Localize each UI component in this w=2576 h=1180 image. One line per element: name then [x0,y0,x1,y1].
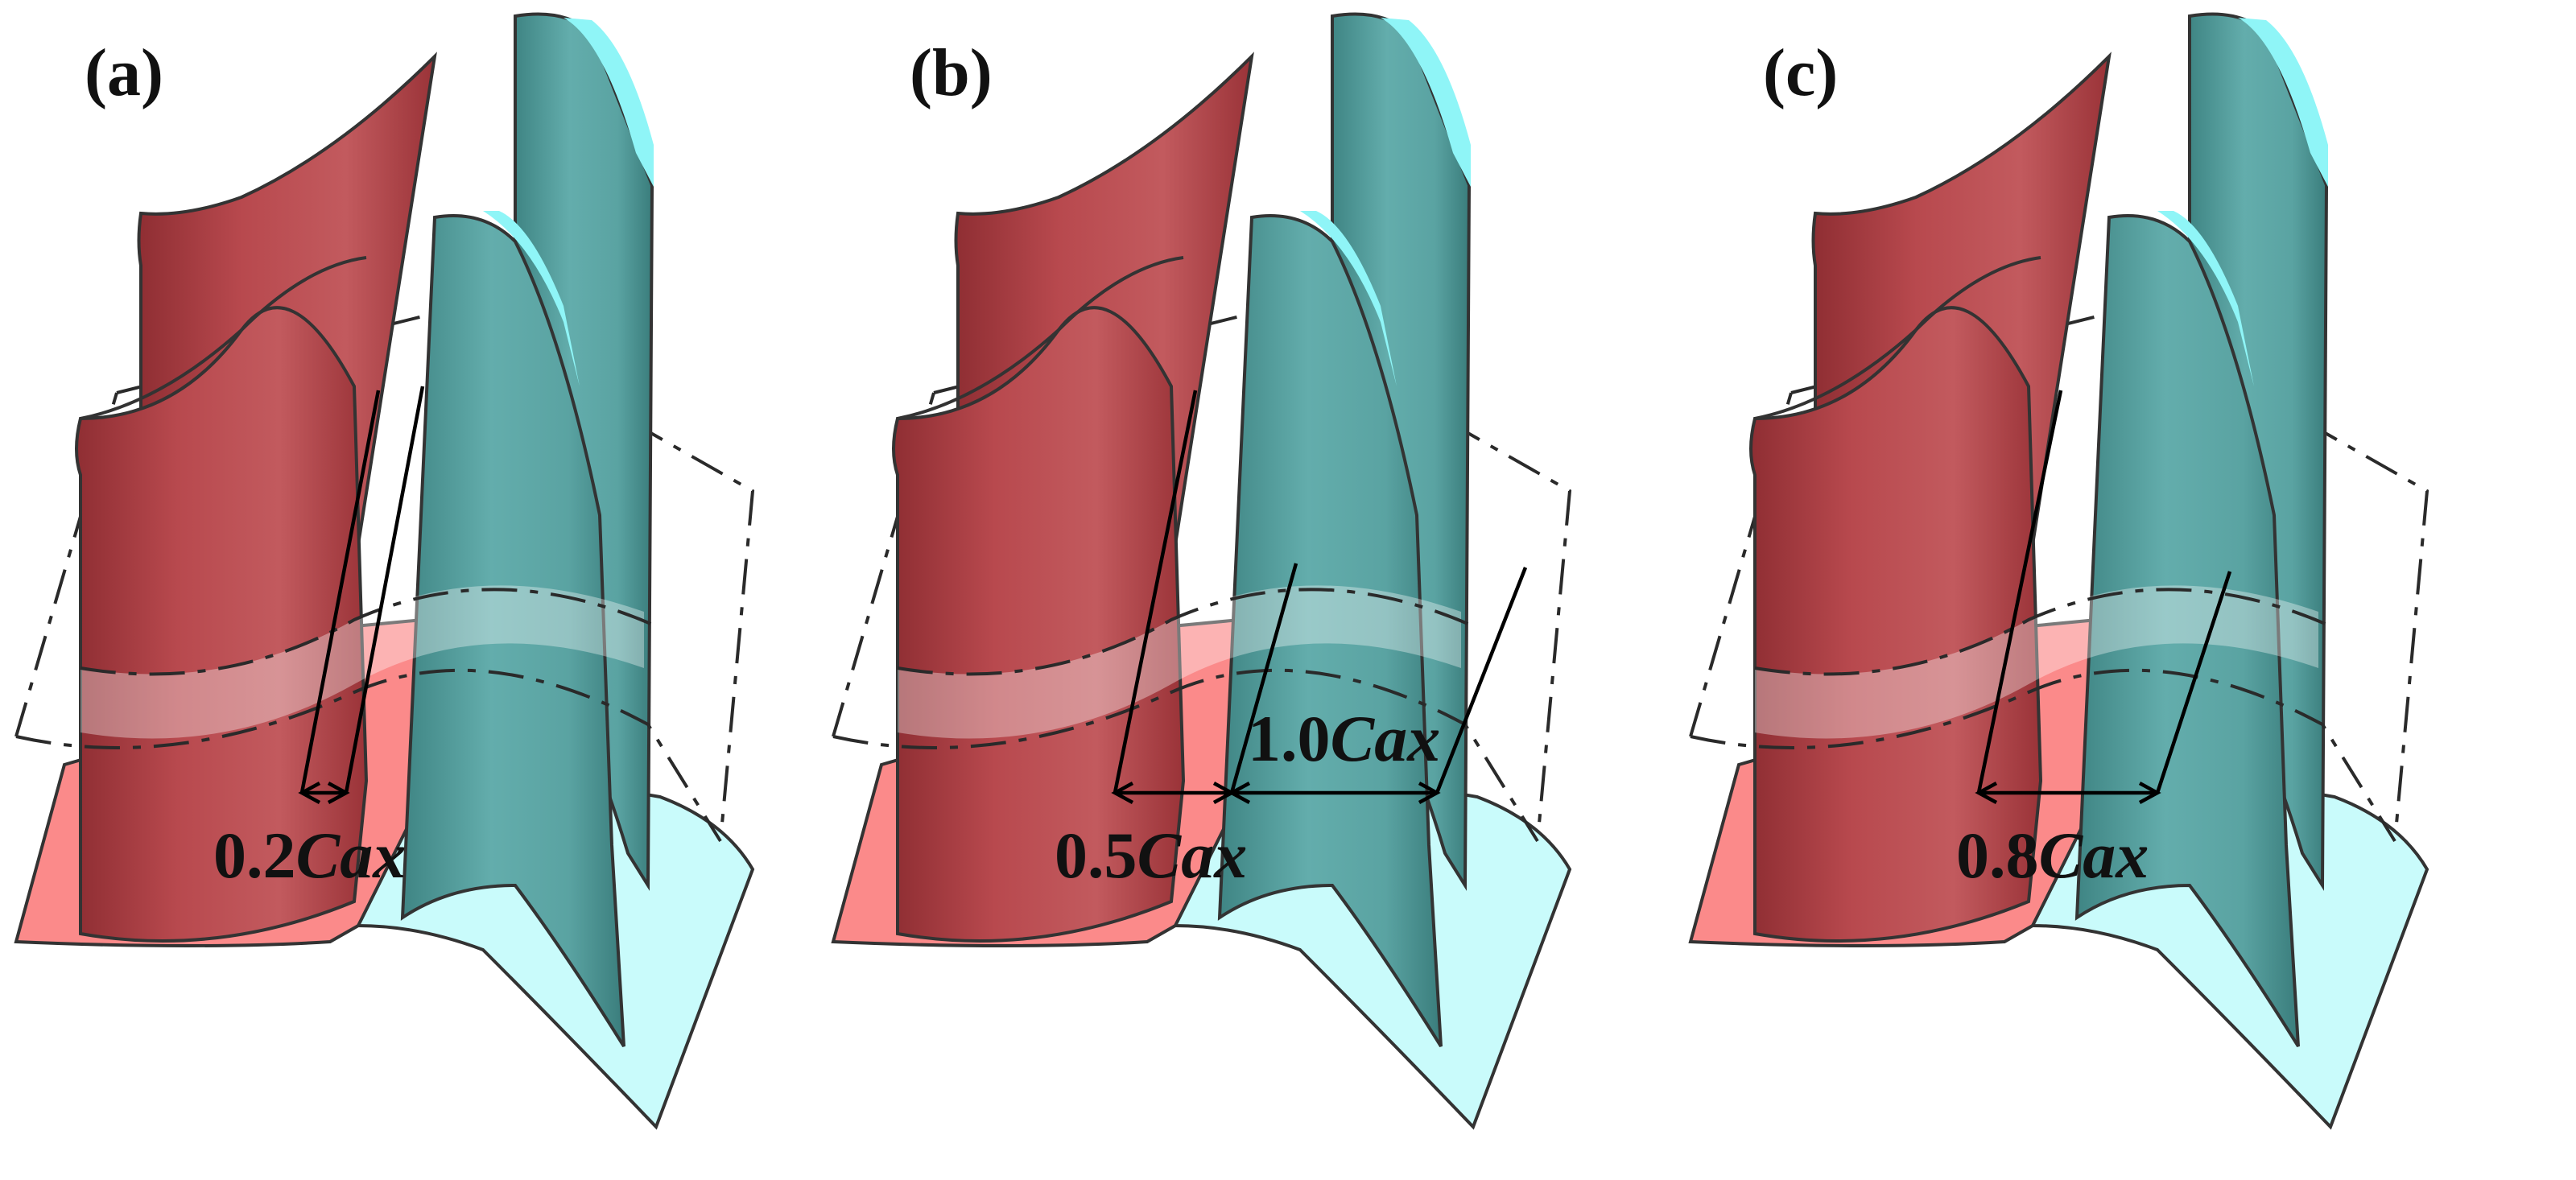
panel-label: (b) [910,35,993,110]
gap-label: 0.5Cax [1055,819,1247,892]
arrowhead [298,782,321,804]
panel-b: (b) 0.5Cax 1.0Cax [832,12,1571,1128]
panel-label: (a) [85,35,163,110]
chord-label: 1.0Cax [1248,702,1440,775]
gap-dimension: 0.8Cax [1956,390,2232,892]
chord-dimension: 1.0Cax [1232,567,1528,795]
arrowhead [1418,782,1441,804]
dimension-arrowheads [298,782,2161,804]
arrowhead [2138,782,2161,804]
arrowhead [1975,782,1998,804]
arrowhead [1111,782,1134,804]
gap-dimension: 0.5Cax [1055,390,1298,892]
gap-label: 0.2Cax [213,819,406,892]
arrowhead [327,782,350,804]
panel-label: (c) [1763,35,1838,110]
arrowhead [1228,782,1251,804]
gap-label: 0.8Cax [1956,819,2149,892]
panel-c: (c) 0.8Cax [1689,12,2429,1128]
gap-dimension: 0.2Cax [213,386,425,892]
panel-a: (a) 0.2Cax [14,12,754,1128]
